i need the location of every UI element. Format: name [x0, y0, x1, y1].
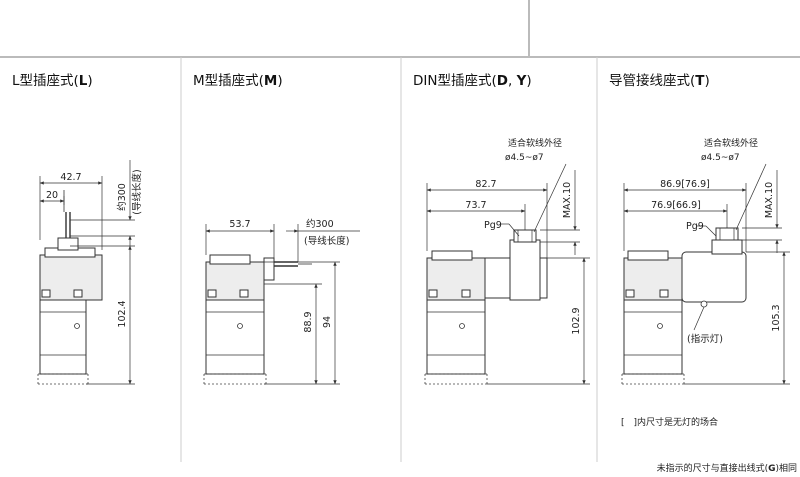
cable-diameter: ø4.5~ø7	[505, 153, 544, 163]
dim-wire-note: (导线长度)	[304, 235, 349, 247]
bracket-note: [ ]内尺寸是无灯的场合	[621, 416, 718, 428]
cable-label: 适合软线外径	[704, 137, 758, 149]
dim-max: MAX.10	[764, 182, 775, 218]
footer-note: 未指示的尺寸与直接出线式(G)相同	[657, 462, 797, 474]
dim-height: 105.3	[771, 304, 782, 331]
lead-wire	[63, 190, 71, 238]
panel-title: DIN型插座式(D, Y)	[413, 73, 532, 89]
pg-label: Pg9	[686, 221, 704, 232]
cable-diameter: ø4.5~ø7	[701, 153, 740, 163]
dimension-lines	[623, 163, 790, 385]
dim-width: 86.9[76.9]	[660, 179, 710, 190]
panel-title: M型插座式(M)	[193, 73, 283, 89]
valve-body	[37, 237, 103, 385]
panel-t-type: 导管接线座式(T)	[609, 72, 790, 385]
dim-width-2: 76.9[66.9]	[651, 200, 701, 211]
dim-height-2: 94	[322, 316, 333, 328]
lead-wire	[274, 261, 312, 267]
panel-m-type: M型插座式(M)	[193, 73, 360, 385]
dim-width-2: 73.7	[465, 200, 486, 211]
dim-width: 42.7	[60, 172, 81, 183]
dim-wire-length: 约300	[306, 218, 334, 230]
dim-width: 53.7	[229, 219, 250, 230]
valve-body	[621, 227, 747, 385]
dim-wire-length: 约300	[116, 183, 128, 211]
frame-lines	[0, 0, 800, 462]
dimension-lines	[39, 160, 135, 385]
valve-body	[203, 254, 275, 385]
dimension-lines	[205, 224, 360, 385]
cable-label: 适合软线外径	[508, 137, 562, 149]
panel-din-type: DIN型插座式(D, Y)	[413, 73, 590, 385]
dimension-lines	[426, 163, 590, 385]
dim-max: MAX.10	[562, 182, 573, 218]
dim-wire-note: (导线长度)	[131, 169, 143, 214]
valve-body	[424, 229, 548, 385]
dim-height: 102.4	[117, 300, 128, 327]
indicator-lamp-label: (指示灯)	[687, 333, 723, 345]
dim-height: 102.9	[571, 307, 582, 334]
dim-wire-offset: 20	[46, 190, 58, 201]
panel-title: L型插座式(L)	[12, 73, 93, 89]
dim-width: 82.7	[475, 179, 496, 190]
panel-l-type: L型插座式(L)	[12, 73, 143, 385]
pg-label: Pg9	[484, 220, 502, 231]
dim-height-1: 88.9	[303, 311, 314, 332]
panel-title: 导管接线座式(T)	[609, 72, 710, 89]
